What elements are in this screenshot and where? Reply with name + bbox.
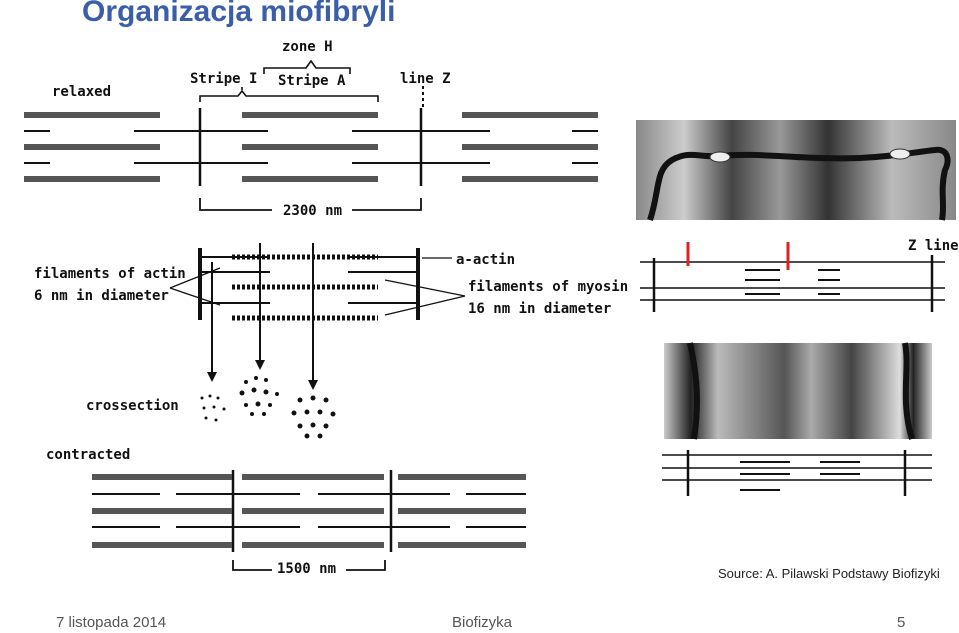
thick-filament <box>462 144 598 150</box>
thick-filament <box>24 112 160 118</box>
slide-title: Organizacja miofibryli <box>82 0 396 28</box>
thick-filament <box>398 542 526 548</box>
thick-filament <box>242 508 384 514</box>
thick-filament <box>398 508 526 514</box>
crossection-dots <box>200 376 336 439</box>
contracted-label: contracted <box>46 447 130 463</box>
myosin-label-line1: filaments of myosin <box>468 279 628 295</box>
thick-filament <box>462 176 598 182</box>
thick-filament <box>398 474 526 480</box>
a-actin-label: a-actin <box>456 252 515 268</box>
thick-filament <box>462 112 598 118</box>
thick-filament <box>24 176 160 182</box>
thick-filament <box>24 144 160 150</box>
thick-filament <box>242 112 378 118</box>
z-line-label: Z line <box>908 238 959 254</box>
stripe-brackets <box>199 59 379 102</box>
footer-date: 7 listopada 2014 <box>56 614 167 631</box>
length-bracket <box>232 560 386 571</box>
filament-detail <box>169 243 466 390</box>
actin-label-line2: 6 nm in diameter <box>34 288 169 304</box>
schematic-relaxed <box>640 242 945 312</box>
footer-page-number: 5 <box>897 614 906 631</box>
stripe-i-label: Stripe I <box>190 71 257 87</box>
thick-filament <box>92 474 232 480</box>
thick-filament <box>92 508 232 514</box>
length-bracket <box>199 198 422 211</box>
micrograph-relaxed <box>636 120 956 221</box>
crossection-label: crossection <box>86 398 179 414</box>
arrow-head <box>207 372 217 382</box>
arrow-head <box>308 380 318 390</box>
relaxed-label: relaxed <box>52 84 111 100</box>
arrow-head <box>255 360 265 370</box>
thick-filament <box>242 542 384 548</box>
pointer-line <box>384 279 466 297</box>
thick-filament <box>242 144 378 150</box>
schematic-contracted <box>662 450 932 496</box>
length-contracted-label: 1500 nm <box>277 561 336 577</box>
stripe-a-label: Stripe A <box>278 73 346 89</box>
actin-label-line1: filaments of actin <box>34 266 186 282</box>
zone-h-label: zone H <box>282 39 333 55</box>
source-citation: Source: A. Pilawski Podstawy Biofizyki <box>718 566 940 581</box>
contracted-sarcomere <box>92 470 526 571</box>
length-relaxed-label: 2300 nm <box>283 203 342 219</box>
thick-filament <box>242 474 384 480</box>
line-z-label: line Z <box>400 71 451 87</box>
footer-subject: Biofizyka <box>452 614 513 631</box>
thick-filament <box>92 542 232 548</box>
relaxed-sarcomere <box>24 108 598 211</box>
pointer-line <box>384 295 466 316</box>
micrograph-contracted <box>664 342 932 440</box>
thick-filament <box>242 176 378 182</box>
myosin-label-line2: 16 nm in diameter <box>468 301 611 317</box>
